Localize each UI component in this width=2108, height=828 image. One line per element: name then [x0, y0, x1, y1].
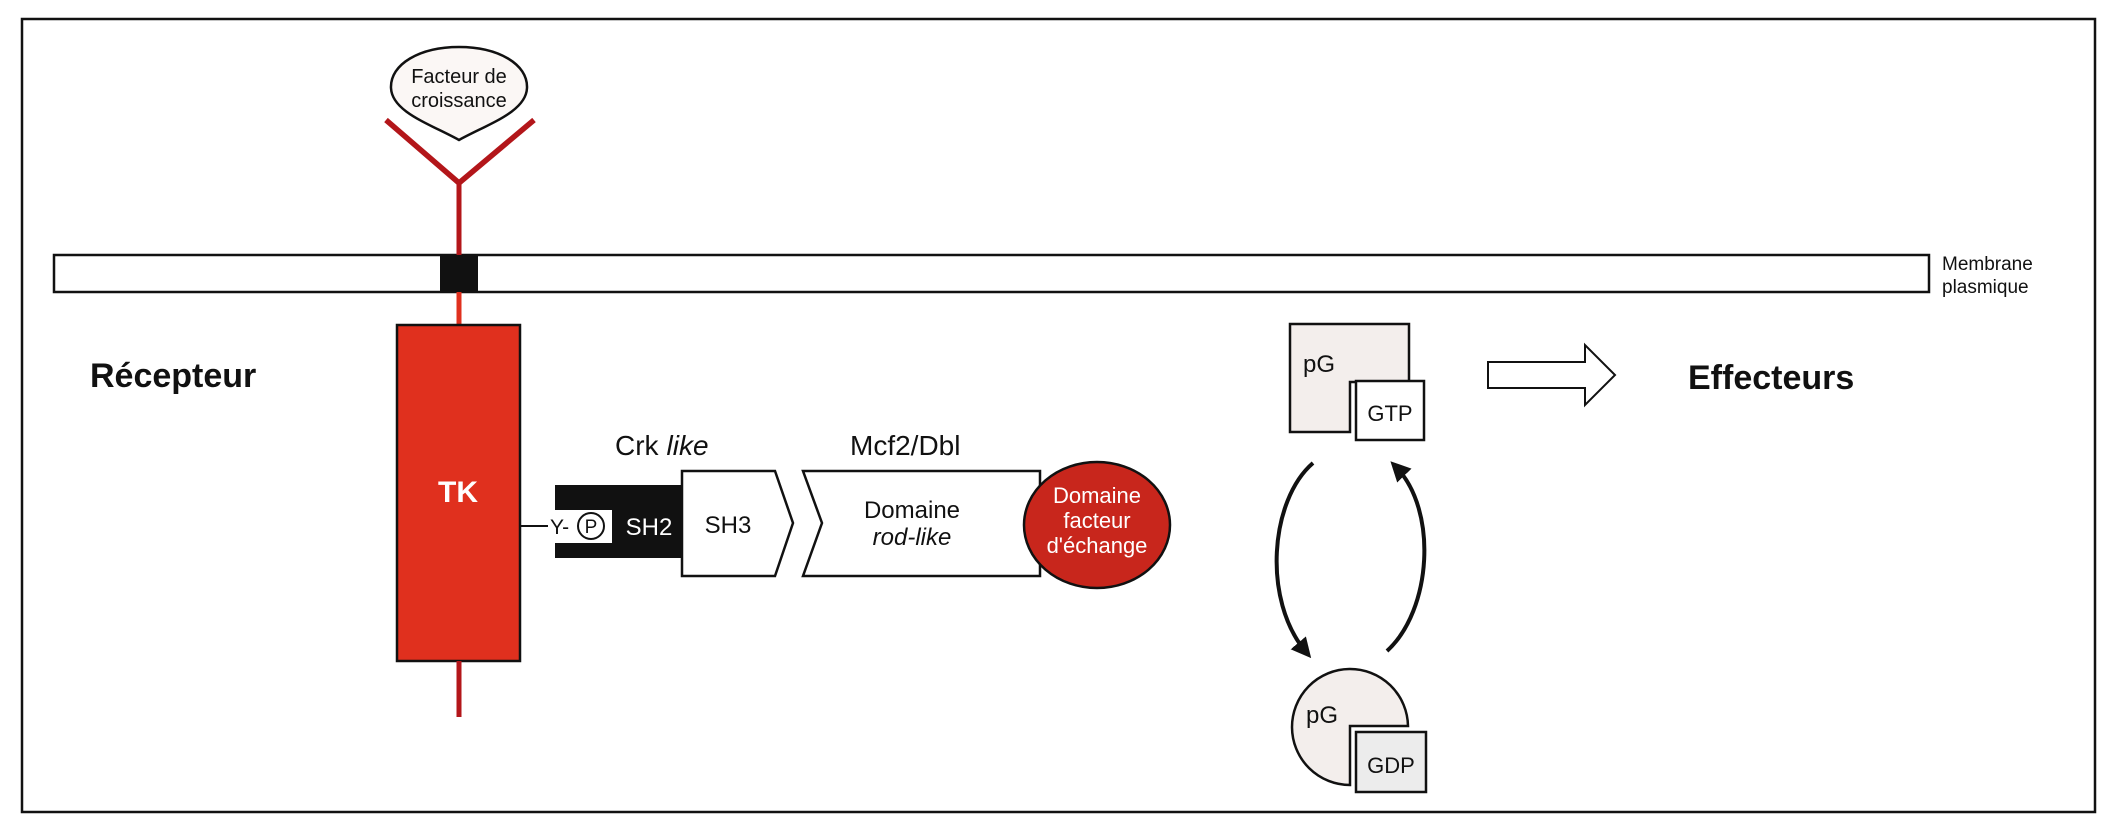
plasma-membrane: Membrane plasmique: [52, 253, 2033, 298]
gtp-label: GTP: [1367, 401, 1412, 426]
g-protein-active-shape: [1288, 322, 1411, 434]
sh2-label: SH2: [626, 514, 673, 541]
rod-like-line1: Domaine: [864, 497, 960, 524]
gef-line1: Domaine: [1053, 483, 1141, 508]
g-protein-active-label: pG: [1303, 351, 1335, 378]
membrane-label-line1: Membrane: [1942, 254, 2033, 275]
sh2-domain: [555, 485, 682, 558]
gtp-box: [1354, 379, 1426, 442]
effectors-label: Effecteurs: [1688, 359, 1854, 397]
rod-like-domain: [801, 469, 1042, 578]
gef-line3: d'échange: [1047, 533, 1148, 558]
growth-factor-line2: croissance: [411, 90, 507, 112]
gtp-to-gdp-arrow: [1274, 461, 1315, 659]
phosphate-circle: [577, 512, 605, 540]
crk-name: Crk: [615, 430, 660, 461]
gdp-box: [1354, 730, 1428, 794]
g-protein-inactive: pG GDP: [1290, 667, 1428, 794]
growth-factor-line1: Facteur de: [411, 66, 507, 88]
phosphate-label: P: [585, 517, 598, 538]
g-protein-inactive-shape: [1290, 667, 1410, 787]
gdp-to-gtp-arrow: [1385, 461, 1427, 653]
growth-factor: Facteur de croissance: [389, 45, 529, 142]
tk-domain: [395, 323, 522, 663]
sh3-label: SH3: [705, 512, 752, 539]
tyrosine-label: Y-: [550, 516, 569, 539]
membrane-bar: [52, 253, 1931, 294]
g-protein-inactive-label: pG: [1306, 702, 1338, 729]
receptor: TK: [384, 117, 536, 717]
receptor-label: Récepteur: [90, 357, 256, 395]
mcf2-dbl-protein: Mcf2/Dbl Domaine rod-like Domaine facteu…: [801, 430, 1172, 590]
tk-label: TK: [438, 476, 478, 509]
sh3-domain: [680, 469, 795, 578]
gef-line2: facteur: [1063, 508, 1130, 533]
rod-like-line2: rod-like: [873, 524, 952, 551]
growth-factor-shape: [389, 45, 529, 142]
gdp-label: GDP: [1367, 753, 1415, 778]
mcf2-label: Mcf2/Dbl: [850, 430, 960, 461]
transmembrane-domain: [440, 255, 478, 292]
figure-frame: [20, 17, 2097, 814]
exchange-factor-domain: [1022, 460, 1172, 590]
membrane-label-line2: plasmique: [1942, 277, 2029, 298]
g-protein-active: pG GTP: [1288, 322, 1426, 442]
effector-arrow-icon: [1487, 342, 1617, 408]
crk-like-italic: like: [667, 430, 709, 461]
